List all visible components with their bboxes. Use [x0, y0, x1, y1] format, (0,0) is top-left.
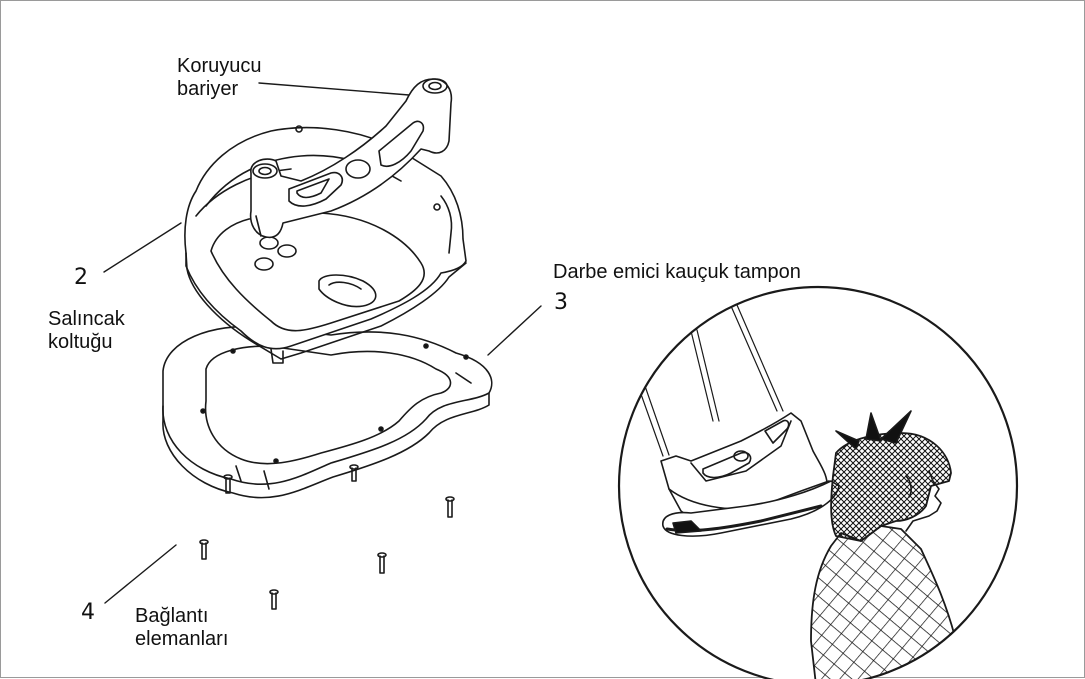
- inset-seat: [660, 412, 840, 537]
- leader-fasteners: [104, 544, 177, 604]
- protective-bar-label-line1: Koruyucu: [177, 55, 262, 77]
- leader-bumper: [487, 305, 542, 356]
- bolt: [223, 474, 233, 494]
- part-number-bumper: 3: [554, 290, 568, 315]
- part-number-fasteners: 4: [81, 600, 95, 625]
- bumper-label: Darbe emici kauçuk tampon: [553, 261, 801, 283]
- usage-inset: [617, 285, 1019, 679]
- leader-lines: [103, 82, 542, 604]
- inset-person: [810, 410, 962, 679]
- leader-seat: [103, 222, 182, 273]
- protective-bar-label-line2: bariyer: [177, 78, 239, 100]
- part-number-seat: 2: [74, 265, 88, 290]
- protective-bar: [249, 78, 453, 239]
- bolt: [269, 589, 279, 610]
- seat-label-line2: koltuğu: [48, 331, 113, 353]
- bolt: [445, 496, 455, 518]
- swing-ropes: [630, 304, 784, 457]
- bolt: [199, 539, 209, 560]
- leader-protective-bar: [258, 82, 410, 96]
- bolt: [377, 552, 387, 574]
- bumper-plate: [162, 325, 493, 499]
- fasteners-label-line2: elemanları: [135, 628, 229, 650]
- seat-label-line1: Salıncak: [48, 308, 125, 330]
- fasteners-label-line1: Bağlantı: [135, 605, 209, 627]
- bolt: [349, 464, 359, 482]
- fasteners: [199, 464, 455, 610]
